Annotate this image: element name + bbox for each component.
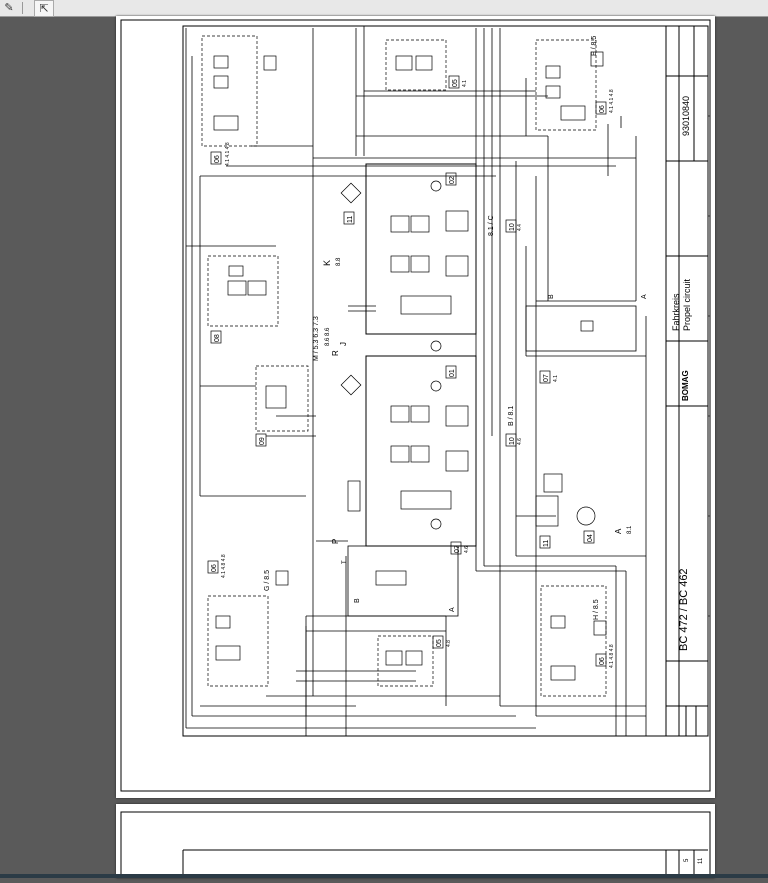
title-block-title-de: Fahrkreis: [671, 293, 681, 331]
title-block-brand: BOMAG: [681, 370, 690, 401]
label-c81: 8.1 / C: [488, 215, 495, 236]
pencil-icon[interactable]: ✎: [4, 2, 14, 14]
title-block-doc-number: 93010840: [681, 96, 691, 136]
valve-block-07b: [347, 545, 459, 617]
tag-06a-ref: 4.1 4.1 4.8: [225, 142, 231, 166]
tag-10a-ref: 4.4: [517, 224, 523, 231]
tag-10b-ref: 4.6: [517, 438, 523, 445]
tag-10b: 10: [509, 437, 516, 445]
label-a-main: A: [641, 294, 648, 299]
component-06b: [535, 39, 597, 131]
title-block-title-en: Propel circuit: [682, 278, 692, 331]
tag-07a-ref: 4.1: [553, 375, 559, 382]
export-icon[interactable]: ⇱: [34, 0, 54, 17]
tag-02: 02: [449, 176, 456, 184]
tag-09: 09: [259, 437, 266, 445]
tag-08: 08: [214, 334, 221, 342]
label-h: H / 8.5: [593, 599, 600, 620]
label-g: G / 8.5: [264, 570, 271, 591]
tag-06a: 06: [214, 155, 221, 163]
component-09: [255, 365, 309, 432]
tag-05b-ref: 4.8: [446, 640, 452, 647]
label-p: P: [331, 539, 340, 544]
tag-06d-ref: 4.1 4.8 4.8: [609, 644, 615, 668]
document-page-2: 5 11: [116, 804, 715, 883]
tag-06b: 06: [599, 105, 606, 113]
document-page-1: BC 472 / BC 462 Fahrkreis Propel circuit…: [116, 16, 715, 798]
label-b-lower: B: [354, 598, 361, 603]
tag-11a: 11: [347, 216, 354, 223]
component-05a: [385, 39, 447, 91]
tag-11b: 11: [543, 540, 550, 547]
component-06d: [540, 585, 607, 697]
label-b81: B / 8.1: [508, 406, 515, 426]
tag-07a: 07: [543, 374, 550, 382]
title-block-model: BC 472 / BC 462: [678, 568, 690, 651]
tag-06b-ref: 4.1 4.1 4.8: [609, 89, 615, 113]
label-r: R: [331, 350, 340, 356]
label-j: J: [339, 342, 348, 346]
tag-07b: 07: [454, 545, 461, 553]
label-t: T: [342, 560, 348, 564]
hydraulic-schematic: BC 472 / BC 462 Fahrkreis Propel circuit…: [120, 19, 711, 792]
label-m: M / 5.3 6.3 7.3: [313, 316, 320, 361]
label-e: E / 8.5: [591, 36, 598, 56]
component-06a: [201, 35, 258, 147]
page-2-frame: 5 11: [120, 811, 711, 883]
component-06c: [207, 595, 269, 687]
label-rj-ref: 8.6 8.6: [325, 327, 331, 346]
component-08: [207, 255, 279, 327]
page-2-corner-a: 5: [684, 858, 690, 862]
label-a-lower: A: [449, 607, 456, 612]
drawing-area-frame: [182, 25, 709, 737]
tag-07b-ref: 4.6: [464, 546, 470, 553]
tag-06c-ref: 4.1 4.8 4.8: [221, 554, 227, 578]
tag-01: 01: [449, 369, 456, 377]
tag-05a: 05: [452, 79, 459, 87]
toolbar-separator: [22, 2, 23, 14]
label-k: K: [322, 260, 332, 266]
label-a81-ref: 8.1: [627, 525, 633, 534]
label-a81: A: [614, 528, 623, 534]
taskbar: [0, 874, 768, 878]
label-b-main: B: [548, 294, 555, 299]
label-k-ref: 8.8: [336, 257, 342, 266]
component-05b: [377, 635, 434, 687]
tag-05b: 05: [436, 639, 443, 647]
tag-04: 04: [587, 534, 594, 542]
tag-05a-ref: 4.1: [462, 80, 468, 87]
pump-unit-02: [365, 163, 477, 335]
tag-06c: 06: [211, 564, 218, 572]
tag-06d: 06: [599, 657, 606, 665]
viewer-toolbar: ✎ ⇱: [0, 0, 768, 17]
tag-10a: 10: [509, 223, 516, 231]
page-2-corner-b: 11: [698, 857, 704, 864]
valve-block-07a: [525, 305, 637, 352]
drawing-frame: [120, 19, 711, 792]
